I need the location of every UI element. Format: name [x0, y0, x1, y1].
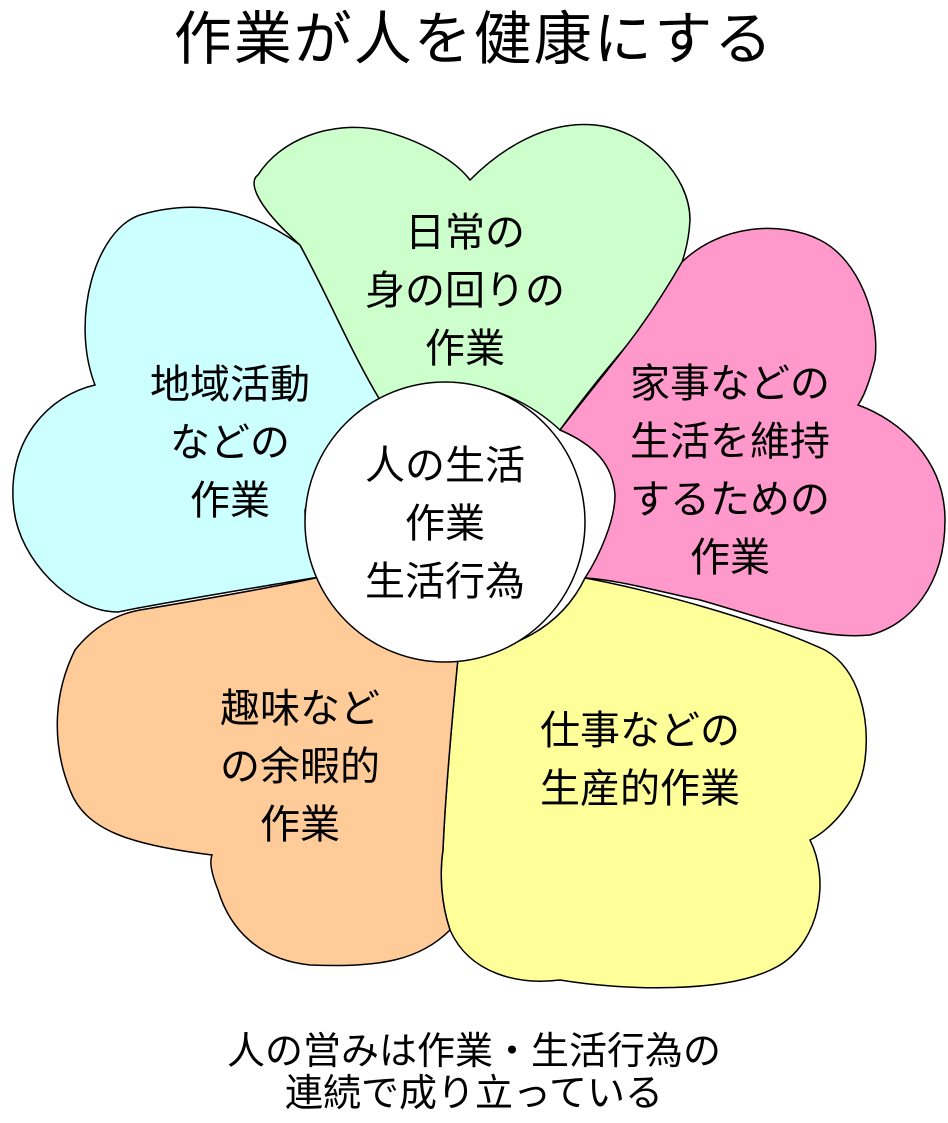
page-title: 作業が人を健康にする — [173, 5, 775, 73]
footer-line: 人の営みは作業・生活行為の — [226, 1029, 721, 1073]
petal-top-line: 日常の — [405, 210, 525, 256]
petal-right-line: 作業 — [690, 535, 770, 581]
center-label: 人の生活 作業 生活行為 — [330, 437, 560, 611]
petal-left-line: 作業 — [190, 478, 270, 524]
petal-left-label: 地域活動 などの 作業 — [115, 356, 345, 530]
petal-daily-self-care — [253, 123, 691, 432]
petal-left-line: などの — [170, 420, 290, 466]
petal-right-line: 家事などの — [630, 361, 830, 407]
footer-caption: 人の営みは作業・生活行為の 連続で成り立っている — [0, 1030, 948, 1114]
petal-bottom-left-line: 作業 — [260, 802, 340, 848]
petal-bottom-right-line: 仕事などの — [540, 708, 740, 754]
petal-left-line: 地域活動 — [150, 362, 310, 408]
petal-right-line: するための — [630, 477, 830, 523]
petal-leisure-hobbies — [56, 576, 459, 967]
petal-top-label: 日常の 身の回りの 作業 — [330, 204, 600, 378]
center-label-line: 生活行為 — [365, 559, 525, 605]
petal-right-label: 家事などの 生活を維持 するための 作業 — [590, 355, 870, 587]
footer-line: 連続で成り立っている — [284, 1071, 664, 1115]
center-circle — [304, 381, 586, 663]
petal-bottom-right-label: 仕事などの 生産的作業 — [500, 702, 780, 818]
petal-top-line: 作業 — [425, 326, 505, 372]
center-label-line: 人の生活 — [365, 443, 525, 489]
petal-bottom-left-line: 趣味など — [220, 686, 380, 732]
petal-bottom-left-line: の余暇的 — [220, 744, 380, 790]
center-label-line: 作業 — [405, 501, 485, 547]
petal-top-line: 身の回りの — [365, 268, 565, 314]
petal-bottom-left-label: 趣味など の余暇的 作業 — [180, 680, 420, 854]
petal-right-line: 生活を維持 — [630, 419, 830, 465]
petal-bottom-right-line: 生産的作業 — [540, 766, 740, 812]
